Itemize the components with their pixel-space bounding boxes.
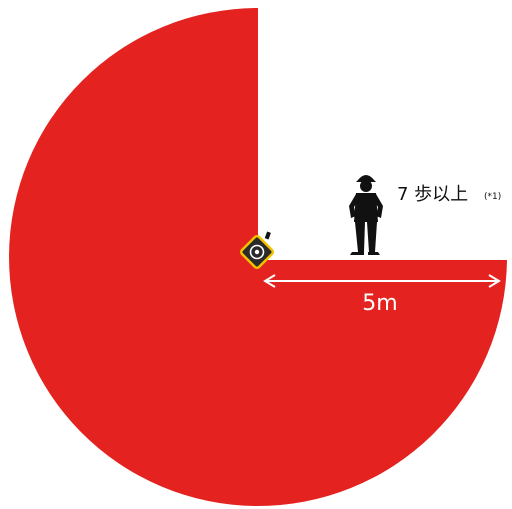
person-silhouette-icon xyxy=(349,175,383,255)
coverage-zone xyxy=(9,8,507,506)
distance-arrow xyxy=(263,274,501,288)
sensor-device-icon xyxy=(240,231,274,269)
person-note: (*1) xyxy=(484,192,501,202)
distance-label: 5m xyxy=(362,291,397,316)
person-label: 7 歩以上 xyxy=(397,184,468,205)
